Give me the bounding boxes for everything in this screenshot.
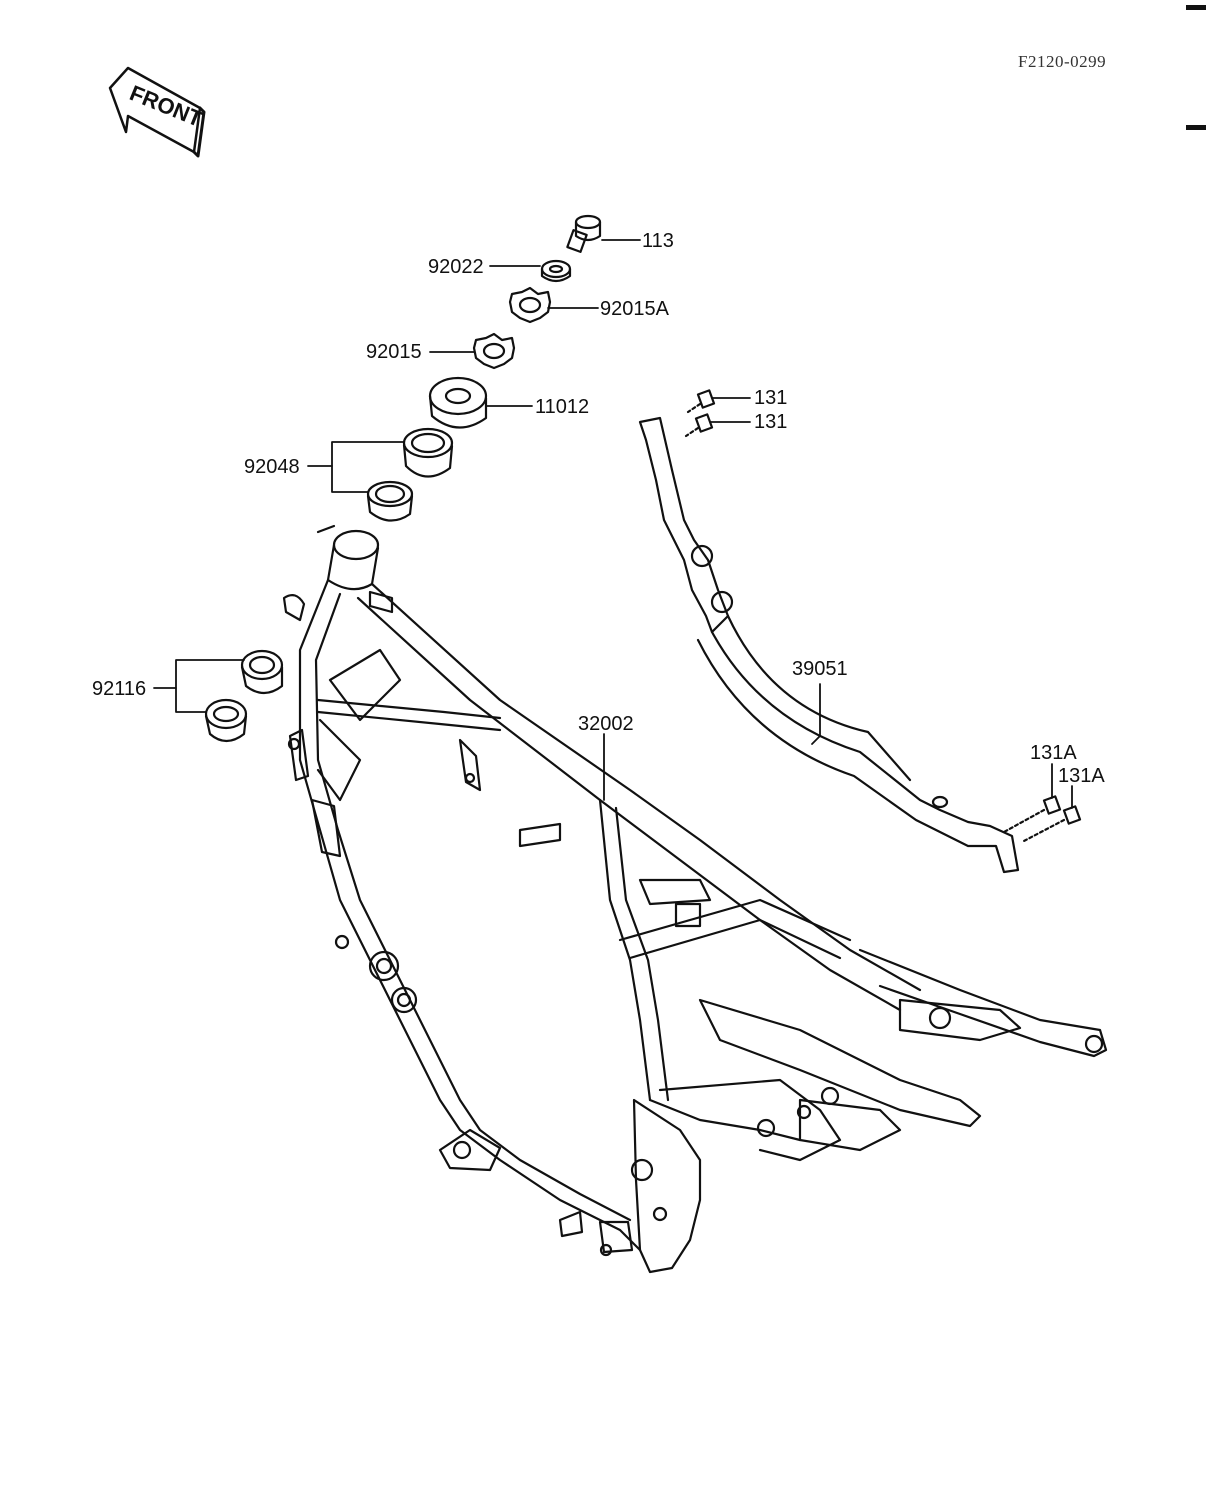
edge-mark-top bbox=[1186, 5, 1206, 10]
bolt-131-part bbox=[684, 389, 716, 438]
seal-11012-part bbox=[428, 376, 488, 429]
callout-92048: 92048 bbox=[244, 456, 300, 478]
front-arrow-icon: FRONT bbox=[108, 66, 206, 158]
callout-92116: 92116 bbox=[92, 678, 147, 700]
main-frame-32002-part bbox=[282, 524, 1108, 1274]
bolt-113-part bbox=[566, 214, 602, 253]
callout-39051: 39051 bbox=[792, 658, 848, 680]
callout-131-upper: 131 bbox=[754, 387, 788, 409]
callout-92015: 92015 bbox=[366, 341, 422, 363]
callout-92022: 92022 bbox=[428, 256, 484, 278]
edge-mark-bottom bbox=[1186, 125, 1206, 130]
nut-92015A-part bbox=[508, 286, 552, 324]
washer-92022-part bbox=[540, 259, 572, 283]
callout-131-lower: 131 bbox=[754, 411, 788, 433]
bearing-92048-part bbox=[366, 427, 454, 522]
callout-92015A: 92015A bbox=[600, 298, 669, 320]
callout-32002: 32002 bbox=[578, 713, 634, 735]
nut-92015-part bbox=[472, 332, 516, 370]
callout-131A-first: 131A bbox=[1030, 742, 1077, 764]
callout-131A-second: 131A bbox=[1058, 765, 1105, 787]
document-id: F2120-0299 bbox=[1018, 52, 1107, 71]
callout-11012: 11012 bbox=[535, 396, 590, 418]
bearing-92116-part bbox=[204, 649, 284, 743]
leader-lines bbox=[153, 239, 1073, 809]
frame-rail-39051-part bbox=[638, 416, 1020, 874]
callout-113: 113 bbox=[642, 230, 674, 252]
bolt-131A-part bbox=[1002, 795, 1082, 844]
